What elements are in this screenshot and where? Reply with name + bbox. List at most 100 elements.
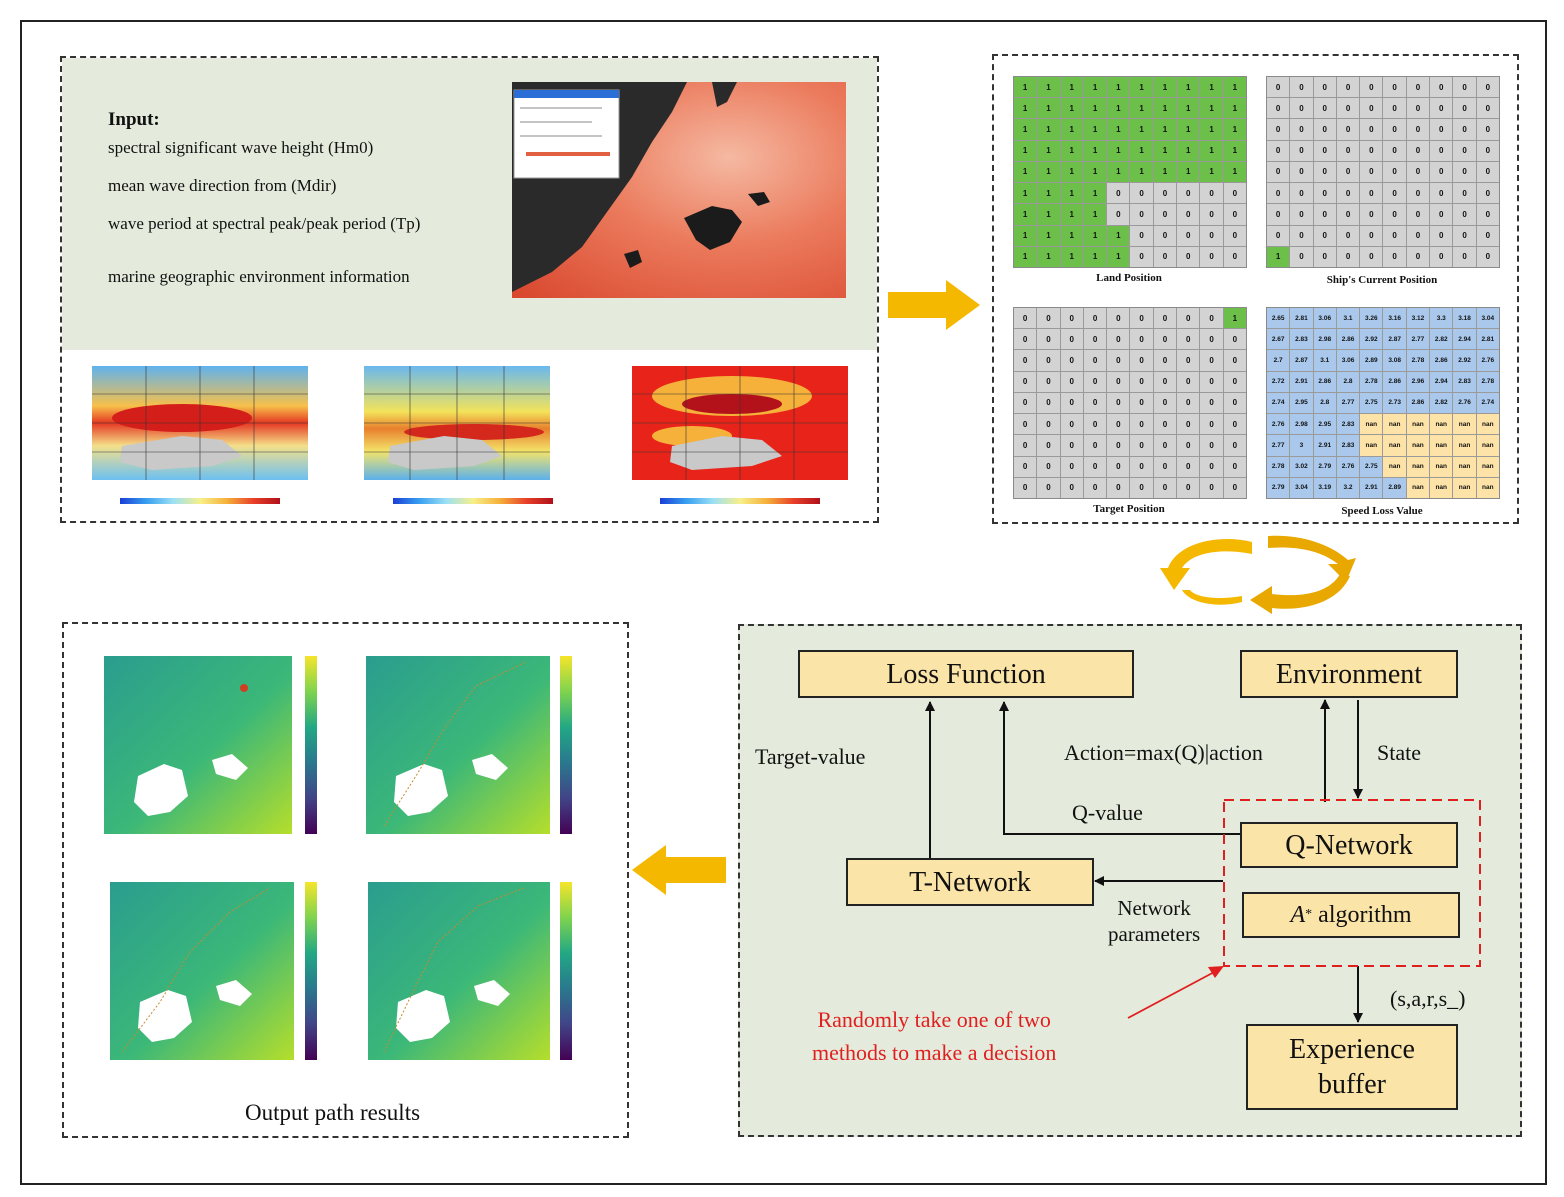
land-grid-cell: 1 xyxy=(1200,161,1223,183)
speed-grid-cell: nan xyxy=(1430,414,1453,435)
target-grid-cell: 0 xyxy=(1107,308,1130,329)
speed-grid-cell: 2.78 xyxy=(1267,456,1290,477)
plot-velocity-loss-title xyxy=(104,643,292,653)
ship-grid-cell: 0 xyxy=(1453,225,1476,246)
speed-grid-cell: nan xyxy=(1453,456,1476,477)
land-grid-cell: 1 xyxy=(1177,119,1200,140)
target-grid-cell: 0 xyxy=(1014,371,1037,392)
land-grid-cell: 0 xyxy=(1223,183,1246,204)
ship-grid-cell: 0 xyxy=(1430,140,1453,161)
speed-grid-cell: 2.98 xyxy=(1290,414,1313,435)
ship-grid-cell: 0 xyxy=(1383,77,1406,98)
speed-grid-cell: nan xyxy=(1406,456,1430,477)
target-grid-cell: 0 xyxy=(1107,350,1130,371)
land-grid-cell: 0 xyxy=(1177,225,1200,246)
speed-grid-cell: 2.89 xyxy=(1360,350,1383,371)
ship-grid-cell: 0 xyxy=(1406,225,1430,246)
speed-grid-cell: nan xyxy=(1476,456,1499,477)
a-star-symbol: A xyxy=(1290,902,1306,928)
transition-label: (s,a,r,s_) xyxy=(1390,986,1466,1011)
speed-grid-cell: 3.06 xyxy=(1336,350,1360,371)
land-grid-cell: 0 xyxy=(1200,204,1223,225)
ship-grid-cell: 0 xyxy=(1336,204,1360,225)
speed-grid-cell: 2.76 xyxy=(1453,392,1476,414)
target-value-label: Target-value xyxy=(755,744,866,769)
land-grid-cell: 1 xyxy=(1177,98,1200,119)
speed-grid-cell: 2.77 xyxy=(1336,392,1360,414)
speed-grid-cell: 3.1 xyxy=(1336,308,1360,329)
speed-grid-cell: 2.65 xyxy=(1267,308,1290,329)
speed-grid-cell: 3 xyxy=(1290,435,1313,456)
ship-grid-cell: 0 xyxy=(1476,246,1499,267)
target-grid-cell: 0 xyxy=(1153,371,1177,392)
target-grid-cell: 0 xyxy=(1130,308,1153,329)
speed-grid-cell: 2.76 xyxy=(1267,414,1290,435)
a-star-text: algorithm xyxy=(1318,902,1412,928)
land-grid-cell: 1 xyxy=(1200,140,1223,161)
speed-grid-cell: nan xyxy=(1360,435,1383,456)
input-title: Input: xyxy=(108,109,160,130)
ship-grid-cell: 0 xyxy=(1336,140,1360,161)
land-grid-cell: 1 xyxy=(1177,161,1200,183)
ship-grid-cell: 0 xyxy=(1430,246,1453,267)
target-grid-cell: 0 xyxy=(1060,392,1083,414)
target-grid-cell: 0 xyxy=(1130,329,1153,350)
target-grid-cell: 0 xyxy=(1177,308,1200,329)
land-grid-cell: 1 xyxy=(1223,98,1246,119)
speed-grid-cell: 2.82 xyxy=(1430,392,1453,414)
plot-reward-1-colorbar xyxy=(560,656,572,834)
land-grid-cell: 1 xyxy=(1153,161,1177,183)
land-grid-cell: 0 xyxy=(1153,204,1177,225)
experience-buffer-box: Experience buffer xyxy=(1246,1024,1458,1110)
ship-grid-cell: 0 xyxy=(1430,98,1453,119)
ship-grid-cell: 0 xyxy=(1430,77,1453,98)
land-grid-cell: 1 xyxy=(1060,225,1083,246)
target-grid-cell: 0 xyxy=(1130,371,1153,392)
land-grid-cell: 1 xyxy=(1014,225,1037,246)
target-grid-cell: 0 xyxy=(1083,414,1107,435)
target-grid-cell: 0 xyxy=(1200,456,1223,477)
ship-grid-cell: 0 xyxy=(1430,183,1453,204)
land-grid-cell: 1 xyxy=(1223,77,1246,98)
ship-grid-cell: 0 xyxy=(1476,119,1499,140)
land-grid-cell: 1 xyxy=(1223,140,1246,161)
q-network-box: Q-Network xyxy=(1240,822,1458,868)
land-grid-cell: 1 xyxy=(1014,77,1037,98)
ship-grid-cell: 0 xyxy=(1453,119,1476,140)
land-grid-cell: 1 xyxy=(1177,77,1200,98)
land-grid-cell: 1 xyxy=(1107,119,1130,140)
speed-grid-cell: 3.2 xyxy=(1336,477,1360,498)
random-line-1: Randomly take one of two xyxy=(817,1007,1051,1032)
speed-grid-cell: 2.75 xyxy=(1360,456,1383,477)
experience-line-2: buffer xyxy=(1318,1069,1386,1100)
ship-grid-cell: 0 xyxy=(1453,140,1476,161)
target-grid-cell: 0 xyxy=(1014,435,1037,456)
speed-grid-cell: 2.91 xyxy=(1360,477,1383,498)
speed-grid-cell: 2.96 xyxy=(1406,371,1430,392)
land-grid-cell: 1 xyxy=(1014,119,1037,140)
speed-grid-cell: 2.95 xyxy=(1313,414,1336,435)
a-star-sup: * xyxy=(1305,907,1313,923)
speed-grid-cell: 2.87 xyxy=(1290,350,1313,371)
target-grid-cell: 0 xyxy=(1037,392,1060,414)
target-grid-cell: 0 xyxy=(1223,329,1246,350)
speed-grid-cell: 2.76 xyxy=(1336,456,1360,477)
land-grid-cell: 0 xyxy=(1130,204,1153,225)
ship-grid-cell: 0 xyxy=(1476,204,1499,225)
ship-grid-cell: 0 xyxy=(1360,161,1383,183)
speed-grid-cell: 2.91 xyxy=(1313,435,1336,456)
speed-grid-cell: 2.8 xyxy=(1313,392,1336,414)
input-line-tp: wave period at spectral peak/peak period… xyxy=(108,214,421,233)
target-grid-cell: 0 xyxy=(1153,308,1177,329)
target-grid-cell: 0 xyxy=(1083,392,1107,414)
ship-grid-cell: 0 xyxy=(1267,204,1290,225)
ship-grid-cell: 0 xyxy=(1383,161,1406,183)
ship-grid-cell: 0 xyxy=(1383,183,1406,204)
speed-grid-cell: nan xyxy=(1430,435,1453,456)
speed-loss-caption: Speed Loss Value xyxy=(1341,505,1423,517)
target-grid-cell: 0 xyxy=(1037,371,1060,392)
ship-grid-cell: 0 xyxy=(1290,119,1313,140)
speed-grid-cell: 2.92 xyxy=(1453,350,1476,371)
ship-grid-cell: 0 xyxy=(1267,98,1290,119)
